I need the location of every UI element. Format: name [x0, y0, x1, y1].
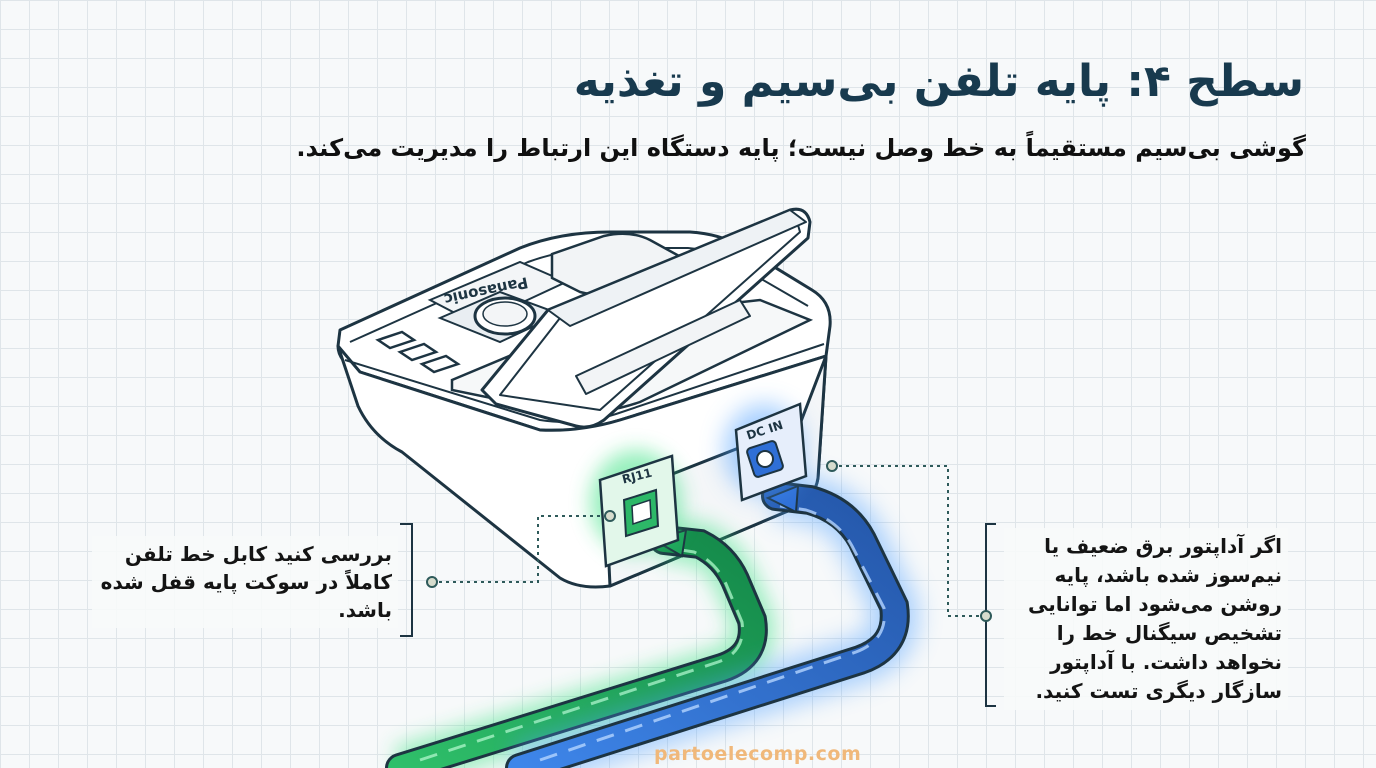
- nav-button: [437, 290, 563, 344]
- rj11-port: RJ11: [590, 450, 682, 568]
- page-subtitle: گوشی بی‌سیم مستقیماً به خط وصل نیست؛ پای…: [296, 134, 1306, 162]
- right-callout: [826, 460, 996, 707]
- right-note: اگر آداپتور برق ضعیف یا نیم‌سوز شده باشد…: [1004, 528, 1288, 710]
- page-title: سطح ۴: پایه تلفن بی‌سیم و تغذیه: [573, 56, 1304, 107]
- side-buttons: [375, 330, 461, 374]
- phone-line-cable: [385, 518, 775, 768]
- handset: [480, 207, 812, 429]
- watermark: partoelecomp.com: [654, 743, 862, 765]
- dc-in-port: DC IN: [724, 402, 808, 502]
- left-callout: [400, 510, 616, 637]
- power-cable: [505, 472, 919, 768]
- left-note: بررسی کنید کابل خط تلفن کاملاً در سوکت پ…: [92, 536, 398, 628]
